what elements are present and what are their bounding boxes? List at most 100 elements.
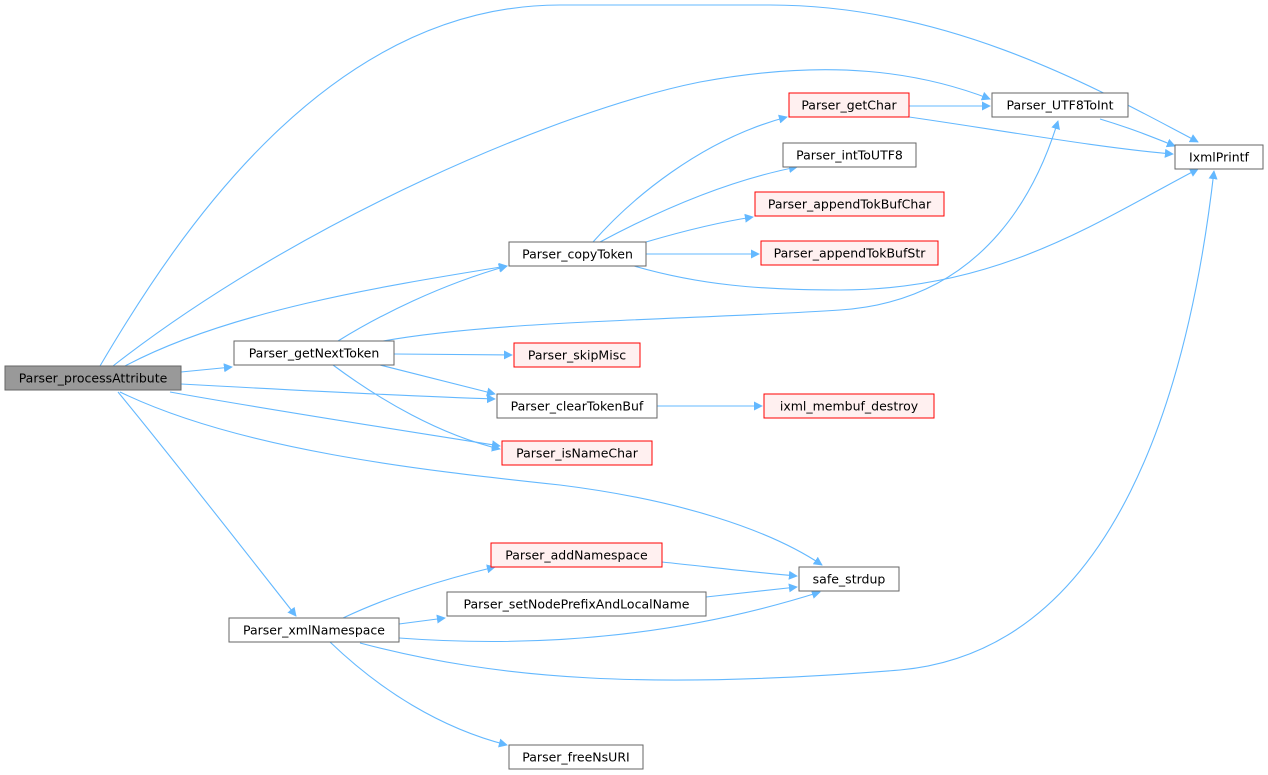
node-utf8ToInt[interactable]: Parser_UTF8ToInt	[991, 92, 1129, 118]
node-label: Parser_appendTokBufStr	[774, 246, 927, 261]
edge-line	[599, 164, 798, 243]
node-xmlNamespace[interactable]: Parser_xmlNamespace	[228, 617, 400, 643]
edge-line	[382, 120, 1060, 342]
node-label: Parser_xmlNamespace	[243, 623, 385, 638]
edge-line	[379, 364, 496, 397]
edge-copyToken-to-getChar	[592, 114, 788, 243]
edge-line	[359, 170, 1218, 681]
edge-copyToken-to-intToUTF8	[599, 164, 798, 243]
node-membufDestroy[interactable]: ixml_membuf_destroy	[763, 393, 935, 419]
node-label: Parser_appendTokBufChar	[768, 197, 932, 212]
edge-root-to-utf8ToInt	[112, 69, 991, 367]
node-box	[233, 340, 395, 366]
edge-line	[393, 350, 513, 360]
edge-root-to-safeStrdup	[119, 391, 823, 566]
edge-root-to-isNameChar	[169, 391, 501, 450]
node-appendTokBufStr[interactable]: Parser_appendTokBufStr	[760, 240, 939, 266]
edge-copyToken-to-ixmlPrintf	[633, 168, 1199, 291]
node-box	[782, 142, 917, 168]
edge-addNamespace-to-safeStrdup	[661, 561, 798, 580]
edge-xmlNamespace-to-freeNsURI	[329, 641, 508, 748]
edge-root-to-xmlNamespace	[117, 391, 297, 617]
edge-line	[169, 391, 501, 450]
edge-line	[661, 561, 798, 580]
edge-utf8ToInt-to-ixmlPrintf	[1099, 118, 1176, 148]
edge-xmlNamespace-to-ixmlPrintf	[359, 170, 1218, 681]
node-label: Parser_UTF8ToInt	[1007, 98, 1114, 113]
edge-root-to-ixmlPrintf	[99, 4, 1199, 367]
node-box	[508, 744, 644, 770]
node-label: Parser_freeNsURI	[522, 750, 629, 765]
node-getChar[interactable]: Parser_getChar	[788, 92, 910, 118]
node-label: ixml_membuf_destroy	[780, 399, 919, 414]
node-label: Parser_copyToken	[522, 247, 633, 262]
node-label: IxmlPrintf	[1189, 150, 1249, 165]
node-label: Parser_skipMisc	[528, 348, 626, 363]
edge-getChar-to-ixmlPrintf	[908, 116, 1174, 158]
edge-setNodePrefix-to-safeStrdup	[705, 583, 798, 598]
edge-line	[329, 641, 508, 748]
edge-getNextToken-to-clearTokenBuf	[379, 364, 496, 397]
edge-line	[117, 391, 297, 617]
node-label: Parser_getChar	[801, 98, 897, 113]
edge-line	[180, 383, 496, 404]
node-getNextToken[interactable]: Parser_getNextToken	[233, 340, 395, 366]
edge-xmlNamespace-to-setNodePrefix	[398, 614, 446, 625]
edge-xmlNamespace-to-addNamespace	[342, 564, 496, 619]
node-freeNsURI[interactable]: Parser_freeNsURI	[508, 744, 644, 770]
node-box	[798, 566, 900, 592]
node-box	[446, 591, 707, 617]
node-label: Parser_addNamespace	[505, 548, 648, 563]
node-isNameChar[interactable]: Parser_isNameChar	[501, 440, 653, 466]
node-label: Parser_getNextToken	[249, 346, 380, 361]
edge-line	[1099, 118, 1176, 148]
edge-line	[705, 583, 798, 598]
node-ixmlPrintf[interactable]: IxmlPrintf	[1174, 144, 1264, 170]
node-root[interactable]: Parser_processAttribute	[4, 365, 182, 391]
edge-line	[398, 614, 446, 625]
node-box	[501, 440, 653, 466]
edge-line	[592, 114, 788, 243]
node-box	[228, 617, 400, 643]
edge-line	[124, 262, 508, 367]
node-copyToken[interactable]: Parser_copyToken	[508, 241, 647, 267]
node-setNodePrefix[interactable]: Parser_setNodePrefixAndLocalName	[446, 591, 707, 617]
node-clearTokenBuf[interactable]: Parser_clearTokenBuf	[496, 393, 658, 419]
edge-line	[99, 4, 1199, 367]
node-box	[490, 542, 663, 568]
edge-getNextToken-to-copyToken	[337, 263, 508, 342]
node-label: Parser_processAttribute	[19, 371, 168, 386]
edge-getNextToken-to-utf8ToInt	[382, 120, 1060, 342]
edge-line	[633, 168, 1199, 291]
edge-root-to-clearTokenBuf	[180, 383, 496, 404]
edge-line	[908, 116, 1174, 158]
node-label: Parser_setNodePrefixAndLocalName	[464, 597, 690, 612]
node-label: Parser_isNameChar	[516, 446, 639, 461]
node-box	[760, 240, 939, 266]
node-safeStrdup[interactable]: safe_strdup	[798, 566, 900, 592]
node-label: Parser_clearTokenBuf	[511, 399, 644, 414]
edge-getNextToken-to-skipMisc	[393, 350, 513, 360]
node-box	[991, 92, 1129, 118]
edge-root-to-copyToken	[124, 262, 508, 367]
node-label: safe_strdup	[813, 572, 886, 587]
node-intToUTF8[interactable]: Parser_intToUTF8	[782, 142, 917, 168]
node-box	[496, 393, 658, 419]
edge-line	[332, 364, 501, 452]
edge-line	[119, 391, 823, 566]
node-appendTokBufChar[interactable]: Parser_appendTokBufChar	[754, 191, 945, 217]
edge-copyToken-to-appendTokBufChar	[645, 213, 754, 243]
edge-line	[180, 363, 233, 373]
edge-root-to-getNextToken	[180, 363, 233, 373]
node-box	[508, 241, 647, 267]
node-box	[763, 393, 935, 419]
edge-line	[112, 69, 991, 367]
node-box	[4, 365, 182, 391]
edge-getNextToken-to-isNameChar	[332, 364, 501, 452]
node-skipMisc[interactable]: Parser_skipMisc	[513, 342, 641, 368]
edge-xmlNamespace-to-safeStrdup	[398, 590, 821, 643]
node-box	[513, 342, 641, 368]
edge-line	[645, 213, 754, 243]
node-addNamespace[interactable]: Parser_addNamespace	[490, 542, 663, 568]
